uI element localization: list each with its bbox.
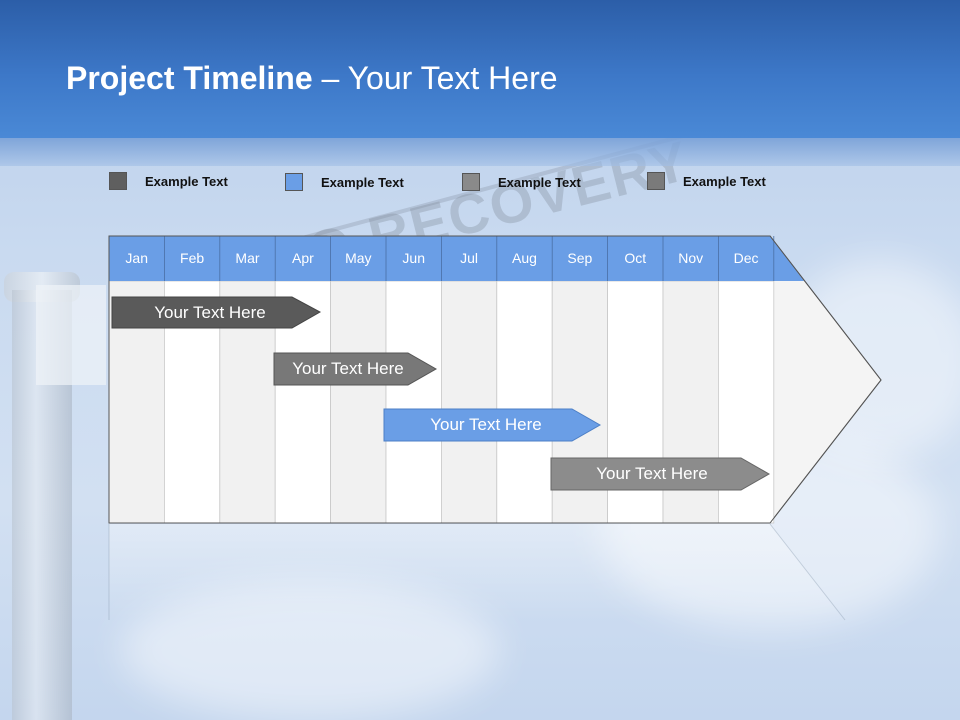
legend-swatch	[109, 172, 127, 190]
legend-item: Example Text	[285, 172, 404, 192]
month-label: Apr	[291, 250, 314, 266]
legend-swatch	[647, 172, 665, 190]
title-banner	[0, 0, 960, 138]
title-banner-strip	[0, 138, 960, 166]
legend-label: Example Text	[683, 173, 766, 189]
legend-item: Example Text	[109, 171, 228, 191]
month-label: Jan	[125, 250, 148, 266]
page-title-rest: – Your Text Here	[312, 60, 558, 96]
legend-swatch	[285, 173, 303, 191]
month-header-dividers	[163, 236, 775, 281]
month-column	[496, 280, 553, 524]
legend-item: Example Text	[647, 171, 766, 191]
month-label: Aug	[512, 250, 537, 266]
month-label: Dec	[733, 250, 759, 266]
legend-label: Example Text	[498, 174, 581, 190]
reflection-edge	[769, 523, 846, 621]
task-label: Your Text Here	[596, 464, 708, 483]
legend-label: Example Text	[321, 174, 404, 190]
task-arrow	[550, 457, 771, 491]
month-label: Nov	[678, 250, 704, 266]
month-label: May	[345, 250, 372, 266]
month-label: Oct	[624, 250, 647, 266]
legend-label: Example Text	[145, 173, 228, 189]
month-column	[330, 280, 387, 524]
month-label: Jul	[460, 250, 479, 266]
timeline-reflection	[109, 524, 845, 620]
month-label: Sep	[567, 250, 593, 266]
task-arrow	[111, 296, 322, 329]
month-label: Mar	[235, 250, 260, 266]
task-label: Your Text Here	[430, 415, 542, 434]
month-label: Feb	[180, 250, 205, 266]
month-column	[385, 280, 442, 524]
timeline-arrow-outline	[108, 235, 882, 524]
month-label: Jun	[402, 250, 425, 266]
month-column	[440, 280, 498, 524]
task-label: Your Text Here	[154, 303, 266, 322]
page-title-bold: Project Timeline	[66, 60, 313, 96]
page-title: Project Timeline – Your Text Here	[66, 60, 558, 97]
task-arrow	[383, 408, 602, 442]
task-arrow	[273, 352, 438, 386]
legend-swatch	[462, 173, 480, 191]
task-label: Your Text Here	[292, 359, 404, 378]
legend-item: Example Text	[462, 172, 581, 192]
signpost-sign	[36, 285, 106, 385]
month-header-band	[109, 236, 804, 281]
